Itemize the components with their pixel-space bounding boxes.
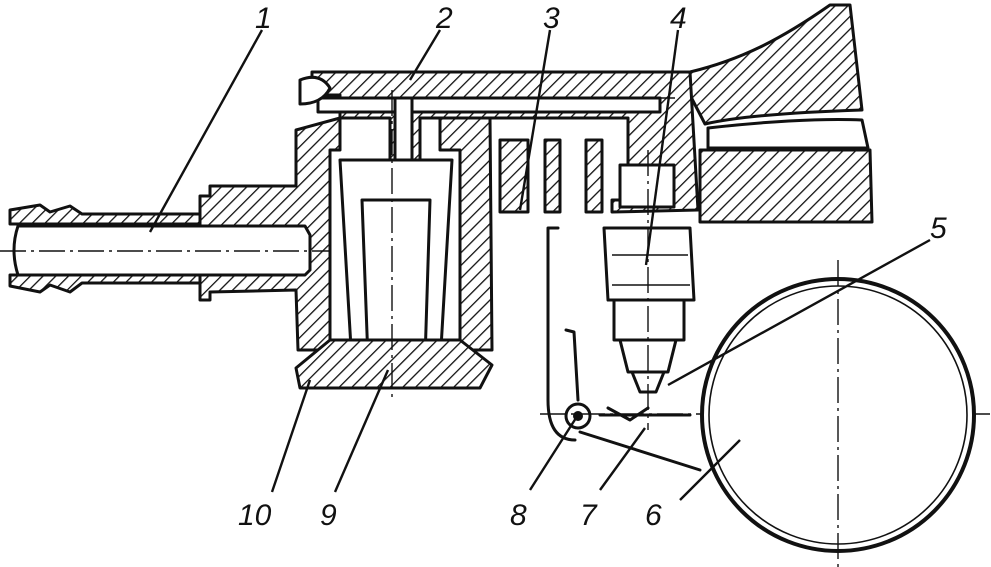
label-8: 8: [510, 499, 527, 532]
label-3: 3: [543, 2, 560, 35]
label-1: 1: [255, 2, 272, 35]
intake-manifold: [688, 3, 874, 224]
label-5: 5: [930, 212, 947, 245]
float: [700, 260, 976, 567]
label-2: 2: [435, 2, 453, 35]
leader-lines: [148, 29, 931, 501]
inlet-fitting: [0, 203, 330, 294]
label-4: 4: [670, 2, 687, 35]
label-7: 7: [580, 499, 598, 532]
label-6: 6: [645, 499, 662, 532]
label-9: 9: [320, 499, 337, 532]
needle-valve: [602, 150, 696, 430]
label-10: 10: [238, 499, 272, 532]
callout-labels: 1 2 3 4 5 6 7 8 9 10: [238, 2, 947, 532]
filter-cup: [294, 90, 494, 400]
